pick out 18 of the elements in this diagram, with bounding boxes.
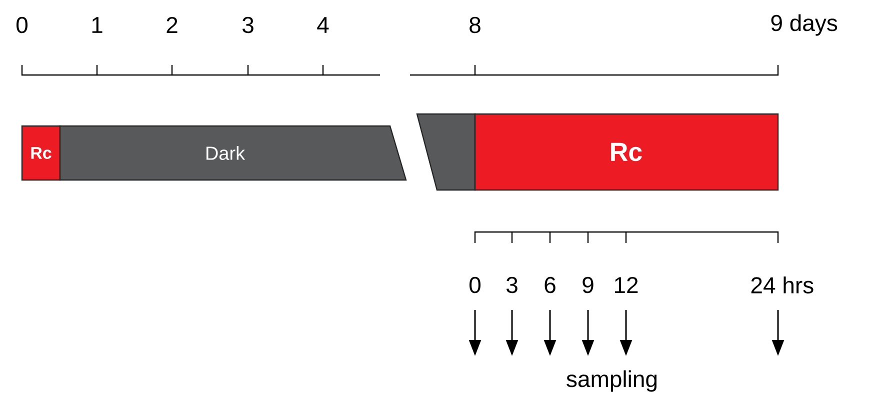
dark-period-bar xyxy=(416,113,476,191)
tick-label: 4 xyxy=(317,17,329,33)
tick-label: 9 xyxy=(582,276,594,294)
tick-label: 1 xyxy=(92,17,102,33)
tick-label: 12 xyxy=(614,276,638,294)
tick-label: 6 xyxy=(544,276,556,294)
caption-text: sampling xyxy=(566,370,657,392)
tick-label: 0 xyxy=(16,16,28,34)
tick-label: 0 xyxy=(470,276,481,294)
tick-label: 3 xyxy=(506,276,518,294)
light-period-bar: Rc xyxy=(474,113,779,191)
tick-label: 9 days xyxy=(771,14,838,36)
light-period-bar: Rc xyxy=(21,125,61,181)
tick-label: 2 xyxy=(166,16,178,34)
tick-label: 3 xyxy=(242,16,254,34)
tick-label: 8 xyxy=(470,16,480,34)
tick-label: 24 hrs xyxy=(751,276,814,294)
dark-period-bar: Dark xyxy=(59,125,407,181)
